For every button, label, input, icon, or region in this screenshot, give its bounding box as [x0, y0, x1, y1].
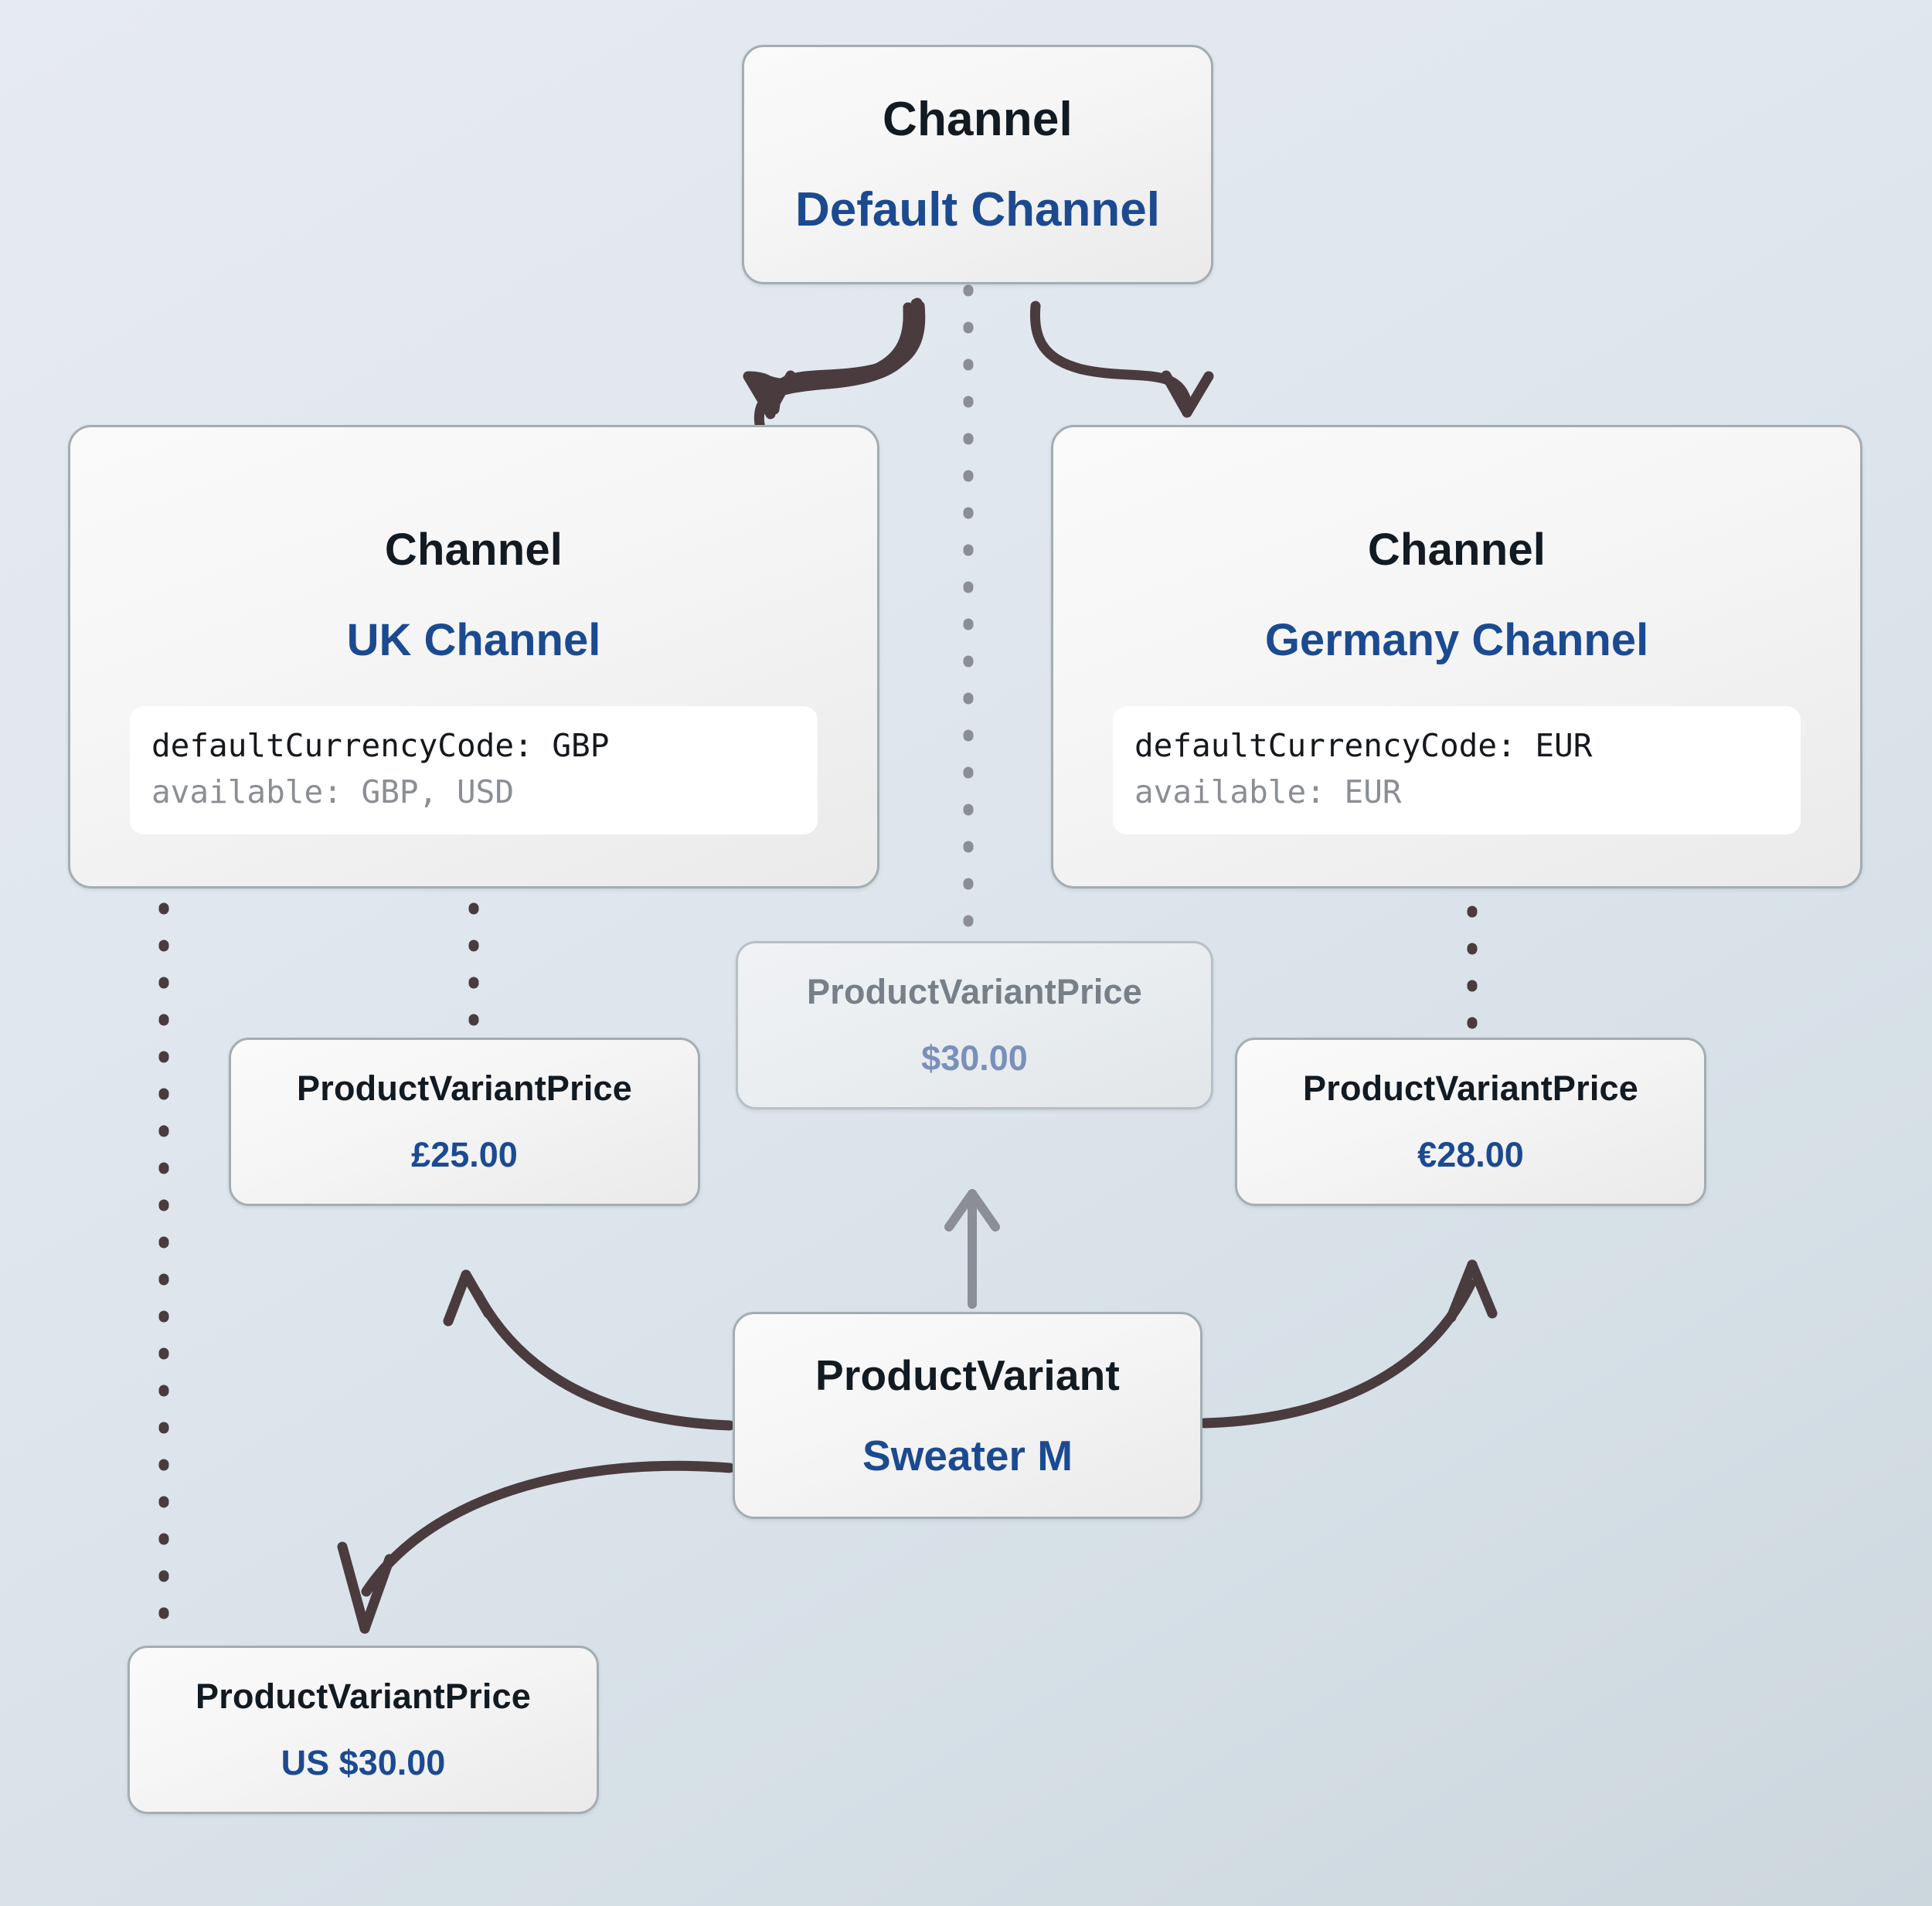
node-price-eur-value: €28.00 [1417, 1135, 1524, 1174]
node-price-default-usd-value: $30.00 [921, 1038, 1028, 1078]
node-product-variant-price-usd[interactable]: ProductVariantPrice US $30.00 [128, 1646, 599, 1814]
node-product-variant-value: Sweater M [862, 1432, 1073, 1480]
edge-default-channel-uk-final [737, 304, 917, 408]
uk-channel-available-currencies-line: available: GBP, USD [151, 773, 514, 810]
germany-channel-currency-code-box: defaultCurrencyCode: EUR available: EUR [1113, 705, 1801, 835]
node-product-variant-price-default-usd[interactable]: ProductVariantPrice $30.00 [736, 941, 1213, 1109]
node-germany-channel-type: Channel [1367, 524, 1546, 575]
germany-channel-default-currency-line: defaultCurrencyCode: EUR [1134, 726, 1593, 764]
germany-channel-available-currencies-line: available: EUR [1134, 773, 1402, 810]
edge-default-channel-to-uk-channel-main [763, 300, 923, 411]
edge-default-to-uk [744, 297, 923, 415]
node-price-gbp-type: ProductVariantPrice [297, 1069, 632, 1108]
node-price-usd-type: ProductVariantPrice [196, 1677, 531, 1716]
node-product-variant-price-gbp[interactable]: ProductVariantPrice £25.00 [229, 1038, 700, 1206]
node-uk-channel-value: UK Channel [346, 614, 601, 665]
edge-default-channel-to-uk-channel-render [755, 301, 926, 411]
uk-channel-currency-code-box: defaultCurrencyCode: GBP available: GBP,… [130, 705, 818, 835]
node-price-default-usd-type: ProductVariantPrice [807, 972, 1142, 1011]
node-default-channel-value: Default Channel [795, 183, 1160, 236]
node-product-variant-type: ProductVariant [815, 1351, 1120, 1399]
node-germany-channel[interactable]: Channel Germany Channel defaultCurrencyC… [1051, 425, 1862, 888]
arrowhead-default-to-uk [744, 375, 798, 412]
node-germany-channel-value: Germany Channel [1264, 614, 1649, 665]
uk-channel-default-currency-line: defaultCurrencyCode: GBP [151, 726, 610, 764]
node-default-channel[interactable]: Channel Default Channel [742, 45, 1213, 284]
edge-default-to-uk-visible [760, 306, 920, 408]
edge-default-to-uk-curve [757, 304, 917, 406]
edge-dc-uk [755, 298, 922, 407]
node-uk-channel[interactable]: Channel UK Channel defaultCurrencyCode: … [68, 425, 879, 888]
node-product-variant[interactable]: ProductVariant Sweater M [733, 1312, 1202, 1519]
node-price-usd-value: US $30.00 [281, 1743, 446, 1782]
node-price-gbp-value: £25.00 [411, 1135, 518, 1174]
node-default-channel-type: Channel [883, 93, 1073, 146]
node-uk-channel-type: Channel [384, 524, 563, 575]
node-price-eur-type: ProductVariantPrice [1303, 1069, 1638, 1108]
edge-arrow-default-uk [728, 304, 920, 411]
node-product-variant-price-eur[interactable]: ProductVariantPrice €28.00 [1235, 1038, 1706, 1206]
